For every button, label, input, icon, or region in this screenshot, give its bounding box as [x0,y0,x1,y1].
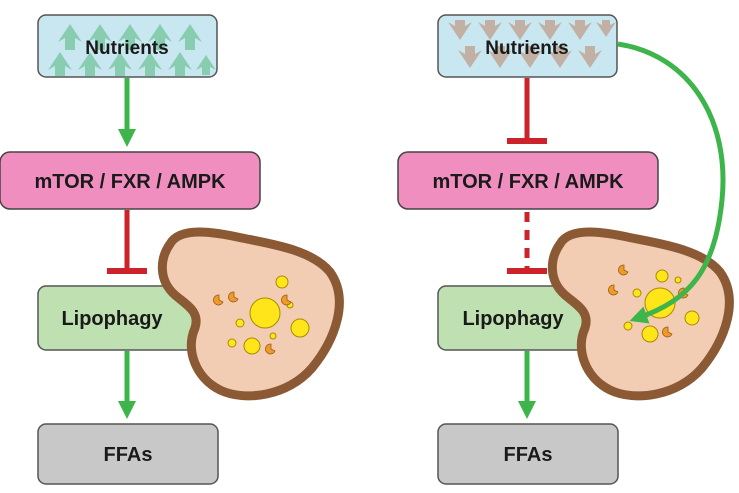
lipophagy-label-left: Lipophagy [61,308,163,330]
regulators-label-left: mTOR / FXR / AMPK [34,171,226,193]
dashed-inhibition-bar-right [507,212,547,274]
down-arrows-icon [448,20,616,68]
lipid-droplets-icon [227,275,310,355]
right-panel: Nutrients mTOR / FXR / AMPK Lipophagy [397,14,734,485]
regulators-box-left: mTOR / FXR / AMPK [0,151,261,210]
regulators-box-right: mTOR / FXR / AMPK [397,151,659,210]
ffa-label-right: FFAs [504,444,553,466]
up-arrows-icon [48,24,216,76]
nutrients-box-left: Nutrients [37,14,218,78]
bypass-activation-arrow-right [617,41,726,324]
ffa-label-left: FFAs [104,444,153,466]
left-panel: Nutrients mTOR / FXR / AMPK Lipophagy [0,14,344,485]
regulators-label-right: mTOR / FXR / AMPK [432,171,624,193]
cell-icon-left [157,227,344,401]
nutrients-label-right: Nutrients [485,38,568,59]
nutrients-label-left: Nutrients [85,38,168,59]
ffa-box-right: FFAs [437,423,619,485]
lipid-droplets-icon [623,269,700,343]
nutrients-box-right: Nutrients [437,14,618,78]
inhibition-bar-left [107,210,147,274]
inhibition-bar-right [507,78,547,144]
lysosomes-icon [213,291,292,355]
ffa-box-left: FFAs [37,423,219,485]
lipophagy-label-right: Lipophagy [462,308,564,330]
